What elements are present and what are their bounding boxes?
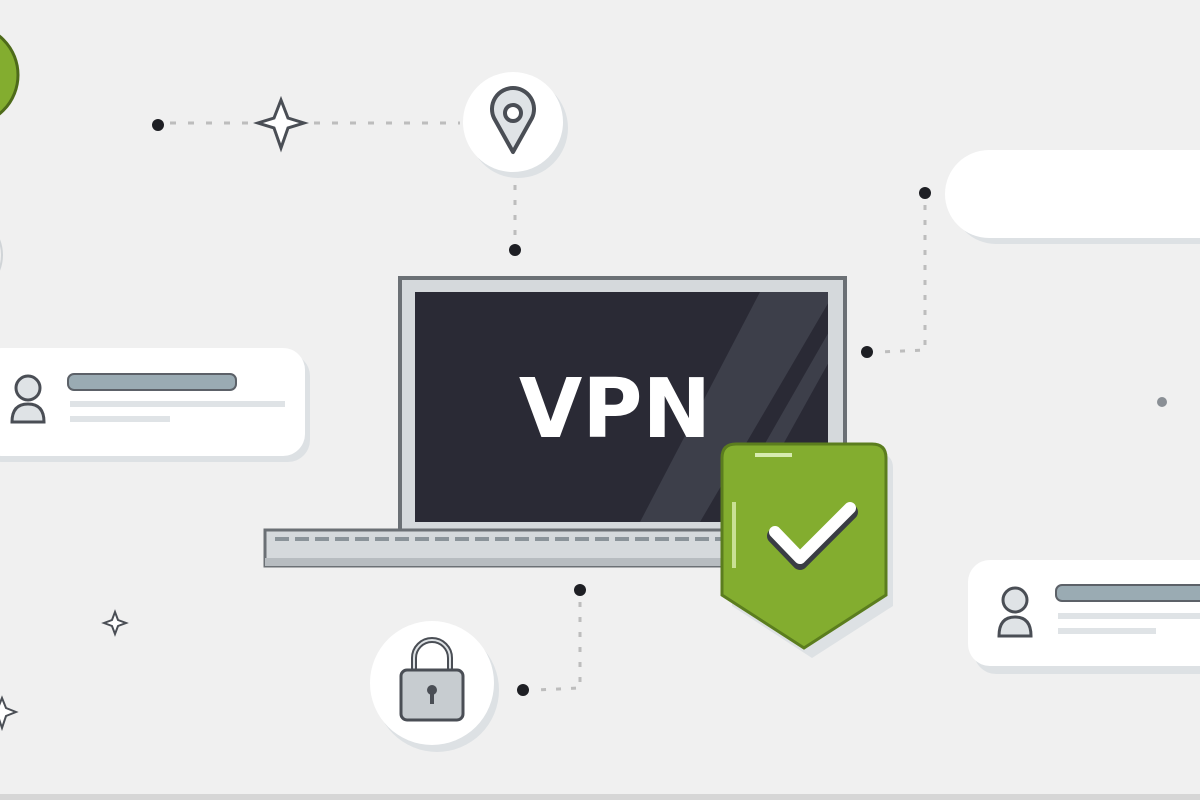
shield-check-icon (720, 442, 893, 658)
user-card-left (0, 348, 310, 462)
placeholder-bar (67, 373, 237, 391)
sparkle-icon (252, 95, 310, 153)
connector-dot (509, 244, 521, 256)
bottom-edge (0, 794, 1200, 800)
connector-dot (574, 584, 586, 596)
green-badge-circle (0, 34, 20, 116)
user-icon (997, 586, 1033, 638)
connector-dot (152, 119, 164, 131)
partial-circle (0, 239, 3, 271)
vpn-label: VPN (519, 362, 711, 457)
placeholder-line (70, 416, 170, 422)
connector-dot (861, 346, 873, 358)
sparkle-icon (101, 609, 129, 637)
laptop-base-edge (265, 558, 865, 566)
location-pin-icon (490, 86, 536, 154)
connector-dot (919, 187, 931, 199)
padlock-icon (399, 637, 465, 722)
placeholder-line (1058, 613, 1200, 619)
connector-dot (517, 684, 529, 696)
connector-dot (1157, 397, 1167, 407)
dashed-connector (879, 205, 927, 354)
user-card-right (968, 560, 1200, 674)
placeholder-line (1058, 628, 1156, 634)
placeholder-bar (1055, 584, 1200, 602)
user-icon (10, 374, 46, 424)
sparkle-icon (0, 695, 19, 732)
info-pill (945, 150, 1200, 238)
placeholder-line (70, 401, 285, 407)
